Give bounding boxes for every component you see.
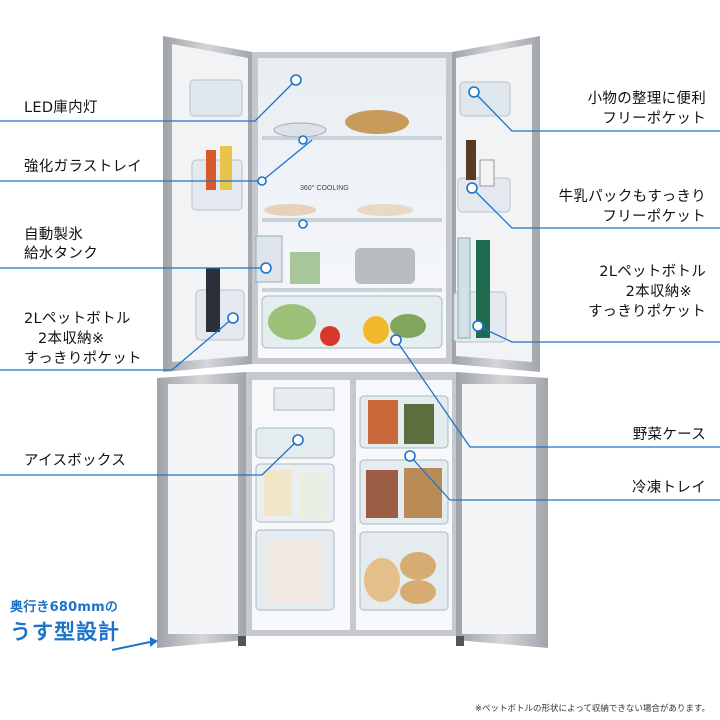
leader-led (0, 79, 297, 122)
footnote: ※ペットボトルの形状によって収納できない場合があります。 (474, 704, 710, 714)
label-right-pocket-line1: 2Lペットボトル (599, 264, 706, 280)
label-right-pocket-line2: 2本収納※ (625, 284, 692, 300)
label-left-pocket-line3: すっきりポケット (24, 351, 142, 367)
leader-freezer-tray (409, 455, 720, 501)
point-ice-tank (260, 262, 272, 274)
label-small-items-line1: 小物の整理に便利 (587, 91, 706, 107)
freezer-doors (157, 372, 548, 648)
badge-depth-text: 奥行き680mmの (10, 600, 119, 615)
label-vegetable-case: 野菜ケース (632, 427, 706, 443)
leader-right-pocket (477, 325, 720, 343)
label-right-pocket-line3: すっきりポケット (588, 304, 706, 320)
shelf-sign: 360° COOLING (300, 184, 349, 192)
label-ice-tank-line1: 自動製氷 (24, 227, 84, 243)
foot-left (238, 636, 246, 646)
point-glass-c (298, 219, 308, 229)
label-ice-box: アイスボックス (24, 453, 127, 469)
point-glass-b (298, 135, 308, 145)
leader-left-pocket (0, 317, 234, 371)
point-right-pocket (472, 320, 484, 332)
label-glass-tray: 強化ガラストレイ (24, 159, 143, 175)
label-led-light: LED庫内灯 (24, 100, 98, 116)
leader-small-items (473, 91, 720, 132)
point-ice-box (292, 434, 304, 446)
leader-ice-box (0, 439, 299, 476)
foot-right (456, 636, 464, 646)
point-small-items (468, 86, 480, 98)
leader-milk (471, 187, 720, 229)
badge-arrow-line (111, 641, 151, 651)
upper-left-door (163, 36, 252, 372)
badge-arrow-head (150, 637, 158, 647)
point-freezer-tray (404, 450, 416, 462)
label-milk-line1: 牛乳パックもすっきり (558, 189, 706, 205)
slim-design-badge: 奥行き680mmの うす型設計 (10, 596, 120, 646)
point-vegetable (390, 334, 402, 346)
label-left-pocket-line2: 2本収納※ (38, 331, 105, 347)
label-freezer-tray: 冷凍トレイ (632, 480, 706, 496)
badge-slim-text: うす型設計 (10, 620, 120, 644)
label-left-pocket-line1: 2Lペットボトル (24, 311, 131, 327)
point-glass-a (257, 176, 267, 186)
label-ice-tank-line2: 給水タンク (24, 246, 98, 262)
point-left-pocket (227, 312, 239, 324)
refrigerator-compartment (252, 52, 452, 364)
label-small-items-line2: フリーポケット (602, 111, 706, 127)
leader-vegetable (395, 339, 720, 448)
freezer-compartment (246, 372, 456, 636)
point-milk (466, 182, 478, 194)
label-milk-line2: フリーポケット (602, 209, 706, 225)
point-led (290, 74, 302, 86)
